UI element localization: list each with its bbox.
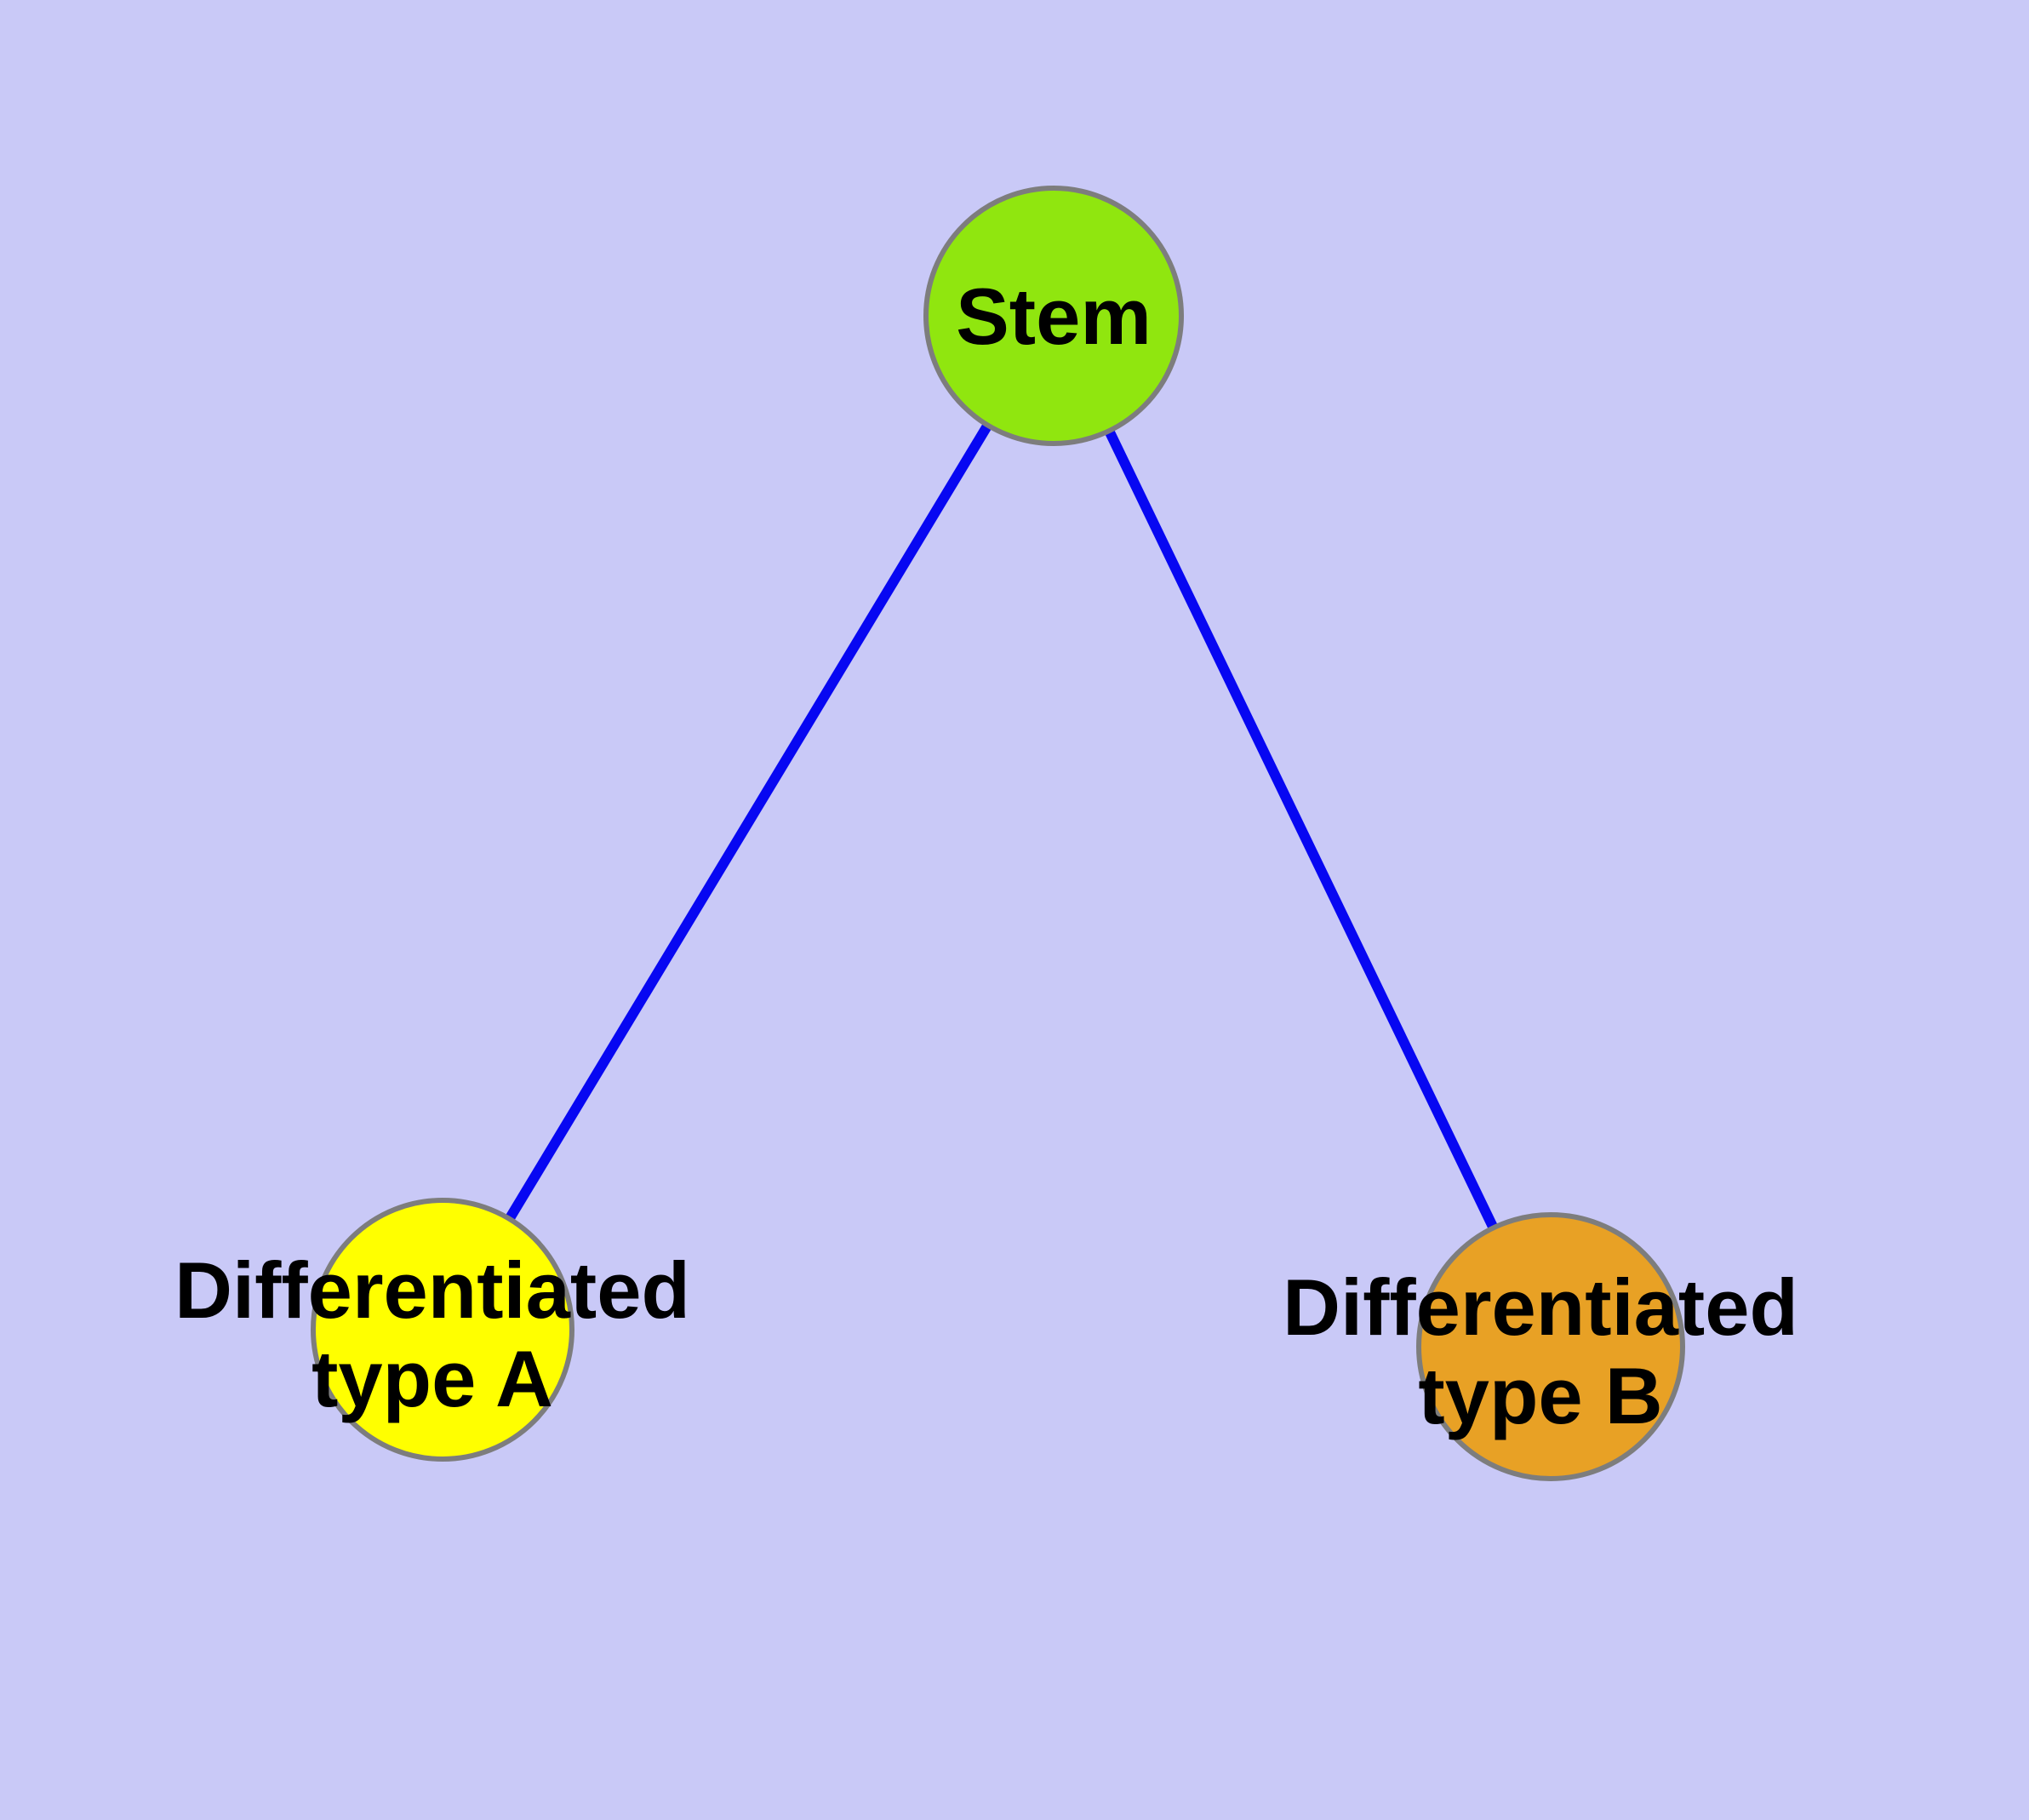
- type-b-node-circle: [1416, 1212, 1685, 1481]
- edge-stem-to-type-a: [437, 312, 1059, 1333]
- type-a-node-label-line2: type A: [311, 1334, 553, 1423]
- stem-node-label: Stem: [956, 272, 1152, 361]
- stem-node-circle: [923, 186, 1184, 446]
- type-b-node-label-line2: type B: [1418, 1351, 1662, 1440]
- type-b-node-label-line1: Differentiated: [1283, 1262, 1798, 1352]
- type-a-node-label-line1: Differentiated: [174, 1245, 690, 1335]
- edge-stem-to-type-b: [1049, 313, 1556, 1349]
- type-a-node-circle: [311, 1198, 574, 1462]
